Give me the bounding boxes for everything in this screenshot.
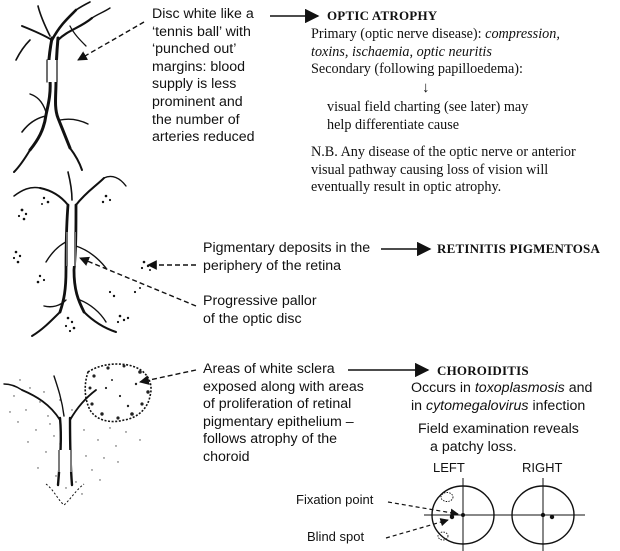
description-line: supply is less <box>152 76 237 93</box>
field-examination-note: Field examination reveals a patchy loss. <box>418 421 579 455</box>
optic-atrophy-description: Disc white like a ‘tennis ball’ with ‘pu… <box>152 6 270 147</box>
choroiditis-description: Areas of white sclera exposed along with… <box>203 361 364 465</box>
fixation-point-label: Fixation point <box>296 492 374 507</box>
diagram-arrows <box>77 8 432 385</box>
retinitis-pigmentosa-fundus-drawing <box>12 171 151 337</box>
left-visual-field-chart <box>424 478 505 551</box>
field-charting-note: visual field charting (see later) may he… <box>327 99 529 133</box>
right-field-label: RIGHT <box>522 460 563 475</box>
description-line: arteries reduced <box>152 129 255 146</box>
optic-atrophy-causes: Primary (optic nerve disease): compressi… <box>311 26 616 79</box>
optic-atrophy-fundus-drawing <box>13 1 111 173</box>
description-line: the number of <box>152 111 240 128</box>
retinitis-pigmentosa-heading: RETINITIS PIGMENTOSA <box>437 241 601 256</box>
description-line: Disc white like a <box>152 6 254 22</box>
left-field-label: LEFT <box>433 460 465 475</box>
choroiditis-occurrence: Occurs in toxoplasmosis and in cytomegal… <box>411 380 593 414</box>
description-line: ‘tennis ball’ with <box>152 23 251 40</box>
description-line: margins: blood <box>152 58 246 75</box>
secondary-causes-line: Secondary (following papilloedema): <box>311 61 523 78</box>
right-visual-field-chart <box>505 478 585 551</box>
primary-causes-line: Primary (optic nerve disease): compressi… <box>311 26 560 42</box>
pigmentary-deposits-label: Pigmentary deposits in the periphery of … <box>203 240 371 274</box>
blind-spot-label: Blind spot <box>307 529 365 544</box>
choroiditis-heading: CHOROIDITIS <box>437 363 529 378</box>
choroiditis-fundus-drawing <box>3 363 152 506</box>
optic-disc-pallor-label: Progressive pallor of the optic disc <box>203 293 317 327</box>
optic-atrophy-heading: OPTIC ATROPHY <box>327 8 438 23</box>
description-line: prominent and <box>152 93 243 110</box>
field-chart-arrows <box>385 501 459 539</box>
down-arrow: ↓ <box>422 80 430 96</box>
primary-causes-line: toxins, ischaemia, optic neuritis <box>311 43 492 60</box>
description-line: ‘punched out’ <box>152 41 237 58</box>
nb-note: N.B. Any disease of the optic nerve or a… <box>311 144 576 196</box>
